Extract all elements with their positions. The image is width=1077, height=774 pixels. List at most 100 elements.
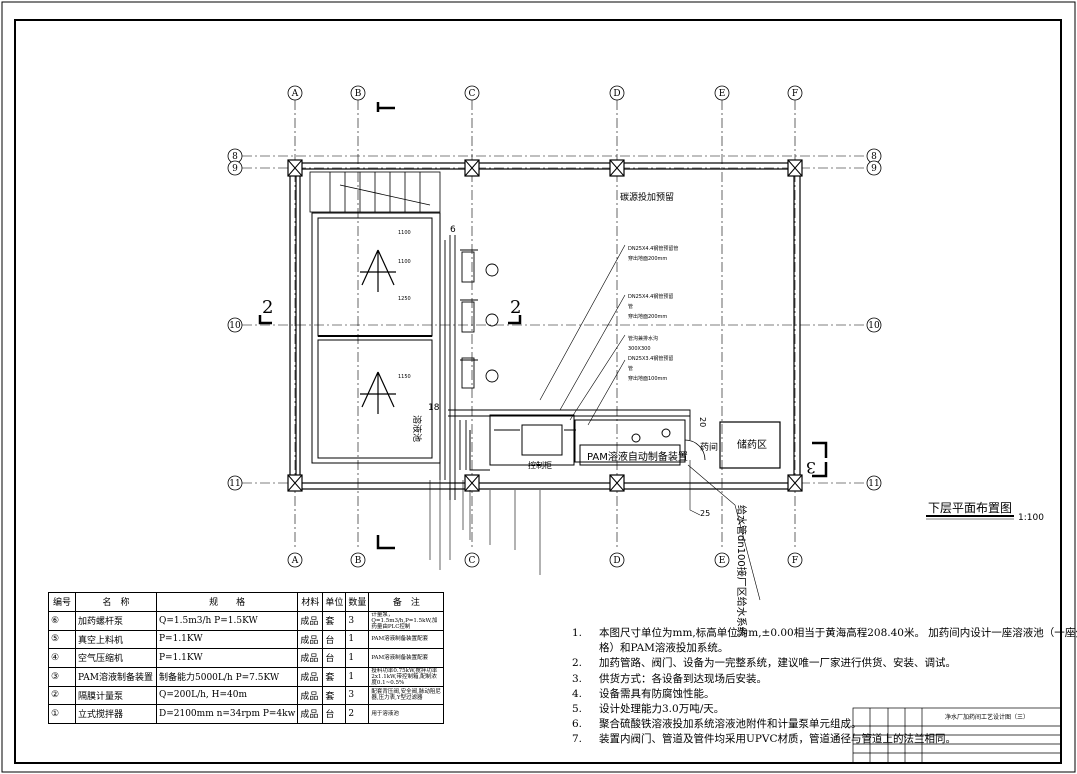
cell-material: 成品 xyxy=(297,610,324,631)
note-text: 设计处理能力3.0万吨/天。 xyxy=(599,703,725,716)
storage-box xyxy=(719,421,781,469)
cell-spec: 制备能力5000L/h P=7.5KW xyxy=(155,666,299,687)
cell-name: 真空上料机 xyxy=(75,629,157,649)
note-line: 5. 设计处理能力3.0万吨/天。 xyxy=(572,702,1072,717)
section-label-left: 2 xyxy=(262,297,273,318)
dim-label-6: 6 xyxy=(450,225,456,235)
cell-no: ④ xyxy=(48,648,76,668)
cell-unit: 台 xyxy=(322,704,347,724)
note-text: 供货方式：各设备到达现场后安装。 xyxy=(599,672,767,685)
design-notes: 1.本图尺寸单位为mm,标高单位为m,±0.00相当于黄海高程208.40米。 … xyxy=(572,626,1077,748)
grid-col-b-bottom: B xyxy=(355,556,362,566)
header-note: 备 注 xyxy=(368,592,445,612)
note-number: 5. xyxy=(572,703,583,716)
note-text: 装置内阀门、管道及管件均采用UPVC材质，管道通径与管道上的法兰相同。 xyxy=(599,733,957,746)
water-supply-label: 给水管dn100接厂区给水系统 xyxy=(735,505,748,637)
cell-material: 成品 xyxy=(297,666,324,687)
cell-name: 立式搅拌器 xyxy=(75,704,157,724)
table-header-row: 编号 名 称 规 格 材料 单位 数量 备 注 xyxy=(48,592,445,612)
column-hatch xyxy=(287,159,803,492)
cell-unit: 台 xyxy=(322,648,347,668)
cell-note: PAM溶液制备装置配套 xyxy=(368,629,445,649)
pipe3-label-b: 管 xyxy=(628,365,633,372)
grid-row-8-right: 8 xyxy=(871,152,877,162)
structural-columns xyxy=(287,159,803,492)
grid-bubbles xyxy=(227,85,882,568)
header-name: 名 称 xyxy=(75,592,157,612)
elev-label-3: 1250 xyxy=(398,296,411,302)
pipe1-label-b: 穿出地面200mm xyxy=(628,255,667,262)
cell-name: PAM溶液制备装置 xyxy=(75,666,157,687)
grid-col-e-bottom: E xyxy=(719,556,726,566)
note-text: 聚合硫酸铁溶液投加系统溶液池附件和计量泵单元组成。 xyxy=(599,718,862,731)
grid-col-f-top: F xyxy=(792,89,798,99)
elev-label-1: 1100 xyxy=(398,230,411,236)
grid-col-c-top: C xyxy=(469,89,476,99)
tank-label: 溶液池 xyxy=(411,415,423,442)
cell-qty: 3 xyxy=(345,610,370,631)
equipment-table: 编号 名 称 规 格 材料 单位 数量 备 注 ⑥ 加药螺杆泵 Q=1.5m3/… xyxy=(48,592,445,724)
table-row: ② 隔膜计量泵 Q=200L/h, H=40m 成品 套 3 配套背压阀,安全阀… xyxy=(48,685,445,705)
pipe-risers xyxy=(439,235,691,500)
note-text: 本图尺寸单位为mm,标高单位为m,±0.00相当于黄海高程208.40米。 加药… xyxy=(599,627,1077,639)
table-row: ③ PAM溶液制备装置 制备能力5000L/h P=7.5KW 成品 套 1 投… xyxy=(48,666,445,687)
note-line: 2. 加药管路、阀门、设备为一完整系统，建议唯一厂家进行供货、安装、调试。 xyxy=(572,656,1072,671)
elev-label-4: 1150 xyxy=(398,374,411,380)
pump-room-label: 药间 xyxy=(700,441,718,453)
cell-no: ③ xyxy=(48,666,76,687)
cell-material: 成品 xyxy=(297,685,324,705)
table-row: ① 立式搅拌器 D=2100mm n=34rpm P=4kw 成品 台 2 用于… xyxy=(48,704,445,724)
cell-qty: 1 xyxy=(345,629,370,649)
cell-no: ⑤ xyxy=(48,629,76,649)
grid-row-10-left: 10 xyxy=(229,321,241,331)
note-number: 4. xyxy=(572,687,583,700)
grid-col-c-bottom: C xyxy=(469,556,476,566)
note-line: 1.本图尺寸单位为mm,标高单位为m,±0.00相当于黄海高程208.40米。 … xyxy=(572,626,1077,641)
note-number: 2. xyxy=(572,657,583,670)
drawing-title: 下层平面布置图 xyxy=(928,501,1012,515)
cell-note: PAM溶液制备装置配套 xyxy=(368,648,445,668)
carbon-source-label: 碳源投加预留 xyxy=(620,191,674,203)
cell-name: 隔膜计量泵 xyxy=(75,685,157,705)
lower-leaders xyxy=(429,480,541,575)
drawing-scale: 1:100 xyxy=(1018,513,1044,523)
grid-col-b-top: B xyxy=(355,89,362,99)
note-line: 4. 设备需具有防腐蚀性能。 xyxy=(572,687,1072,702)
grid-row-11-left: 11 xyxy=(229,479,240,489)
stair xyxy=(309,171,441,213)
cell-spec: Q=1.5m3/h P=1.5KW xyxy=(155,610,299,631)
cell-no: ⑥ xyxy=(48,610,76,631)
header-no: 编号 xyxy=(48,592,76,612)
cell-unit: 套 xyxy=(322,685,347,705)
table-row: ⑤ 真空上料机 P=1.1KW 成品 台 1 PAM溶液制备装置配套 xyxy=(48,629,445,649)
grid-col-a-bottom: A xyxy=(291,556,299,566)
cell-qty: 3 xyxy=(345,685,370,705)
note-line: 7.装置内阀门、管道及管件均采用UPVC材质，管道通径与管道上的法兰相同。 xyxy=(572,732,1072,747)
section-label-right: 2 xyxy=(510,297,521,318)
note-text: 加药管路、阀门、设备为一完整系统，建议唯一厂家进行供货、安装、调试。 xyxy=(599,657,956,670)
cell-name: 空气压缩机 xyxy=(75,648,157,668)
cell-qty: 1 xyxy=(345,666,370,687)
pipe1-label-a: DN25X4.4钢管预留管 xyxy=(628,245,678,252)
note-text: 设备需具有防腐蚀性能。 xyxy=(599,687,715,700)
grid-col-a-top: A xyxy=(291,89,299,99)
cell-spec: D=2100mm n=34rpm P=4kw xyxy=(155,704,299,724)
cell-unit: 套 xyxy=(322,666,347,687)
grid-col-f-bottom: F xyxy=(792,556,798,566)
cell-unit: 台 xyxy=(322,629,347,649)
note-number: 3. xyxy=(572,672,583,685)
dn25-label: 25 xyxy=(700,509,710,518)
cell-spec: P=1.1KW xyxy=(155,648,299,668)
inner-frame xyxy=(14,19,1062,764)
grid-col-e-top: E xyxy=(719,89,726,99)
leader-lines xyxy=(539,244,761,601)
cell-note: 配套背压阀,安全阀,脉动阻尼器,压力表,Y型过滤器 xyxy=(368,685,445,705)
section-label-3: 3 xyxy=(806,458,816,477)
header-material: 材料 xyxy=(297,592,324,612)
cell-material: 成品 xyxy=(297,648,324,668)
building-walls xyxy=(289,162,801,490)
cell-spec: P=1.1KW xyxy=(155,629,299,649)
titleblock-project: 净水厂加药间工艺设计图（三） xyxy=(945,713,1029,721)
